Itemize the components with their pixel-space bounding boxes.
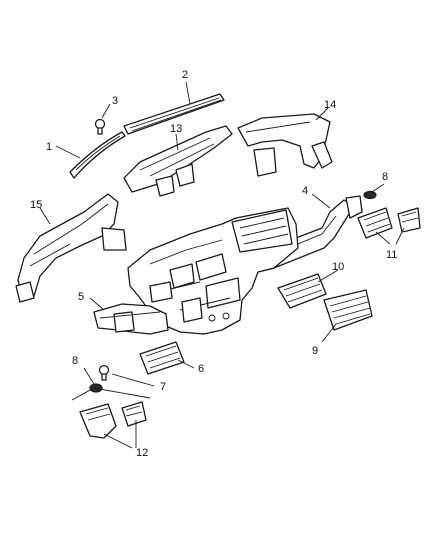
callout-labels: 1 2 3 4 5 6 7 8 8 9 10 11 12 13 14 15: [30, 69, 397, 459]
callout-8-lower: 8: [72, 355, 78, 367]
part-7-screw: [98, 364, 110, 381]
part-15-left-duct: [15, 193, 127, 303]
part-12-lower-vent-outlets: [79, 401, 147, 439]
callout-8-upper: 8: [382, 171, 388, 183]
part-1-side-duct-strip: [69, 131, 126, 179]
callout-3: 3: [112, 95, 118, 107]
leader-lines: [39, 81, 405, 449]
part-8-grommet-upper: [363, 190, 377, 200]
callout-1: 1: [46, 141, 52, 153]
callout-9: 9: [312, 345, 318, 357]
callout-7: 7: [160, 381, 166, 393]
part-13-center-defroster-duct: [123, 125, 233, 197]
callout-13: 13: [170, 123, 182, 135]
part-14-right-upper-duct: [237, 113, 333, 177]
callout-14: 14: [324, 99, 336, 111]
callout-15: 15: [30, 199, 42, 211]
part-11-side-vent-outlets: [357, 207, 421, 239]
part-3-screw: [94, 118, 106, 135]
part-6-vent-bezel: [139, 341, 185, 375]
part-2-defroster-duct-strip: [123, 93, 225, 135]
callout-6: 6: [198, 363, 204, 375]
callout-12: 12: [136, 447, 148, 459]
callout-11: 11: [386, 249, 397, 261]
part-9-vent-grille: [323, 289, 373, 331]
part-10-vent-outlet: [277, 273, 327, 309]
hvac-housing-assembly: [127, 207, 299, 335]
part-5-floor-distribution-duct: [93, 303, 169, 335]
callout-10: 10: [332, 261, 344, 273]
callout-4: 4: [302, 185, 308, 197]
callout-2: 2: [182, 69, 188, 81]
callout-5: 5: [78, 291, 84, 303]
